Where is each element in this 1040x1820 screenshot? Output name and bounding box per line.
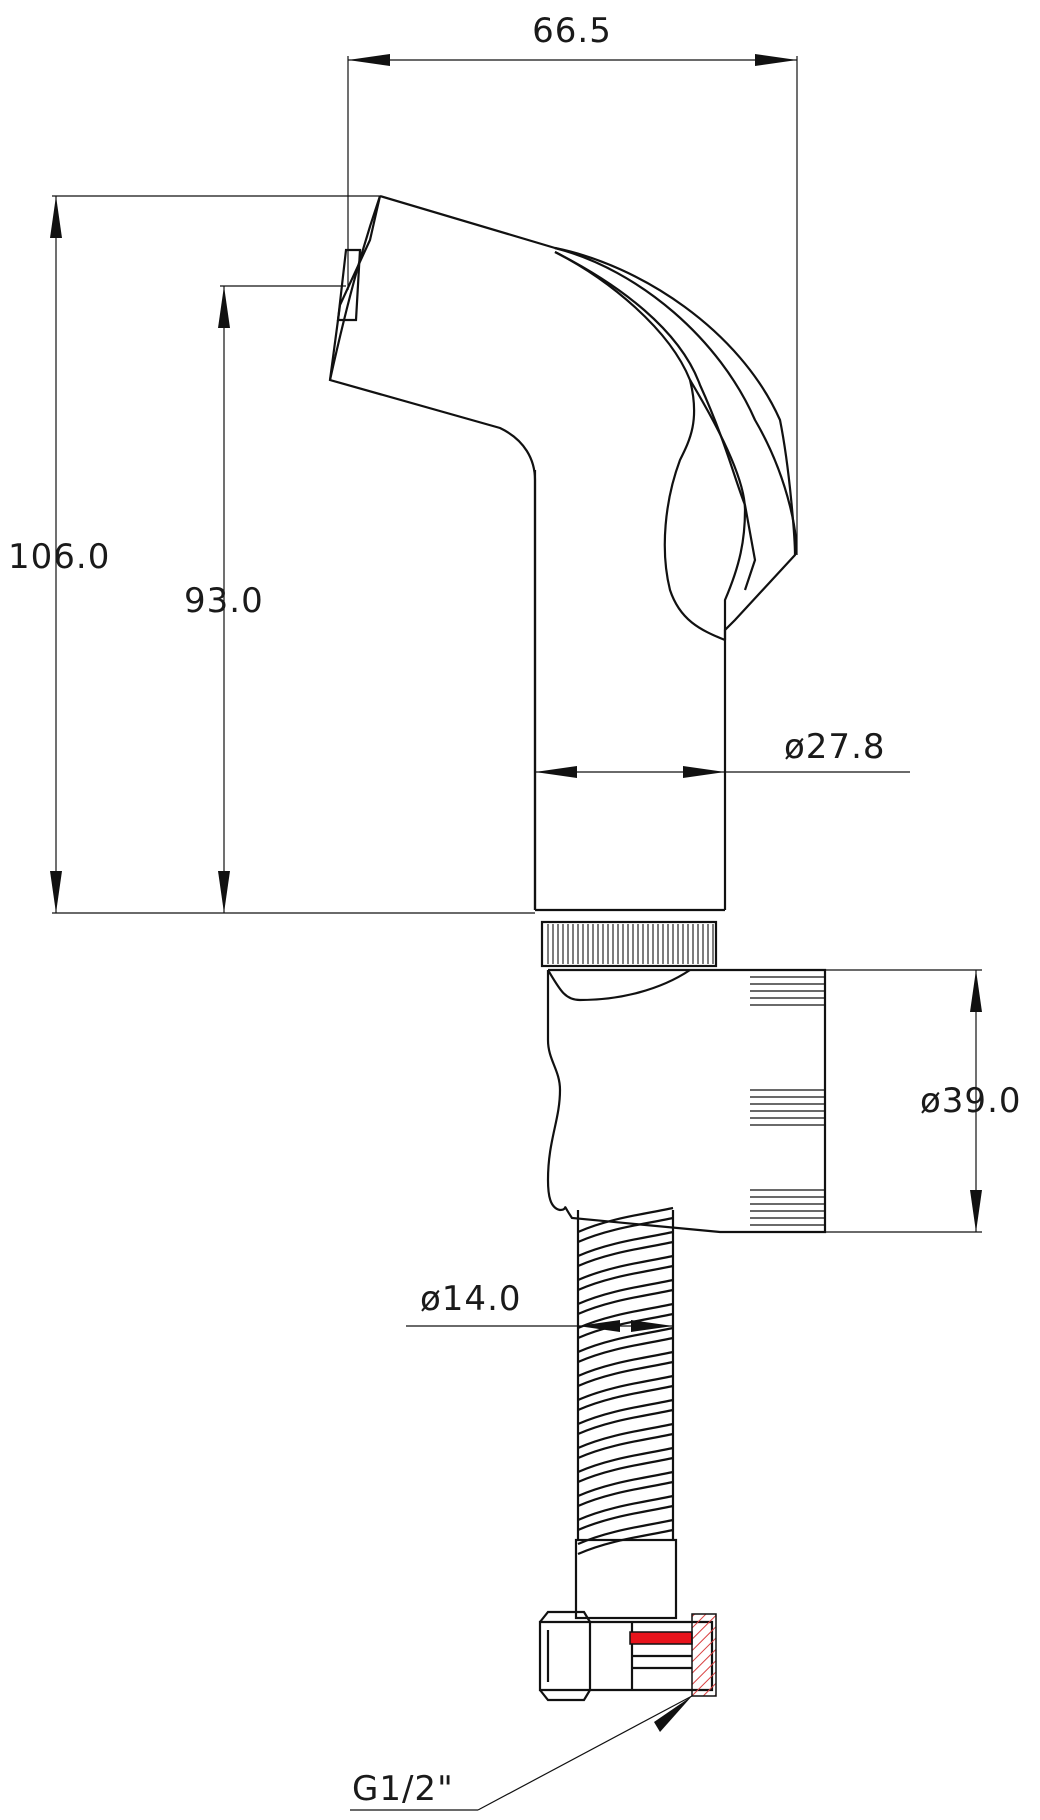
hose-coil	[577, 1326, 674, 1354]
hose-coil	[577, 1470, 674, 1498]
dimension-hose-diameter: ø14.0	[406, 1279, 673, 1332]
hose-coil	[577, 1350, 674, 1378]
thread-label: G1/2"	[352, 1769, 454, 1809]
hose-coil	[577, 1480, 674, 1508]
flexible-hose	[576, 1206, 675, 1556]
hose-coil	[577, 1278, 674, 1306]
dimension-handle-height: 93.0	[184, 285, 346, 913]
hose-diameter-label: ø14.0	[420, 1279, 522, 1319]
total-height-label: 106.0	[8, 537, 110, 577]
hose-coil	[577, 1374, 674, 1402]
hose-coil	[577, 1446, 674, 1474]
dimension-holder-diameter: ø39.0	[825, 969, 1022, 1233]
hose-coil	[577, 1384, 674, 1412]
hose-coil	[577, 1206, 674, 1234]
hose-coil	[577, 1422, 674, 1450]
holder-diameter-label: ø39.0	[920, 1081, 1022, 1121]
hose-coil	[577, 1456, 674, 1484]
hose-coil	[577, 1264, 674, 1292]
hose-connector	[538, 1538, 717, 1702]
hose-coil	[577, 1494, 674, 1522]
hose-coil	[577, 1240, 674, 1268]
hose-coil	[577, 1408, 674, 1436]
hose-coil	[577, 1528, 674, 1556]
dimension-width: 66.5	[347, 11, 798, 555]
hose-coil	[577, 1336, 674, 1364]
handle-height-label: 93.0	[184, 581, 264, 621]
hose-coil	[577, 1288, 674, 1316]
stem-diameter-label: ø27.8	[784, 727, 886, 767]
knurled-nut	[540, 920, 718, 968]
thread-section	[691, 1613, 717, 1697]
seal-ring	[629, 1631, 693, 1645]
hose-coil	[577, 1302, 674, 1330]
hose-coil	[577, 1398, 674, 1426]
hose-coil	[577, 1360, 674, 1388]
dimension-thread: G1/2"	[350, 1695, 693, 1811]
dimension-total-height: 106.0	[8, 195, 535, 914]
dimension-stem-diameter: ø27.8	[535, 727, 910, 778]
hose-coil	[577, 1216, 674, 1244]
hose-coil	[577, 1504, 674, 1532]
hose-coil	[577, 1254, 674, 1282]
hose-coil	[577, 1312, 674, 1340]
hose-coil	[577, 1230, 674, 1258]
wall-holder	[546, 968, 827, 1234]
width-label: 66.5	[532, 11, 612, 51]
hose-coil	[577, 1432, 674, 1460]
sprayer-head	[328, 194, 798, 912]
